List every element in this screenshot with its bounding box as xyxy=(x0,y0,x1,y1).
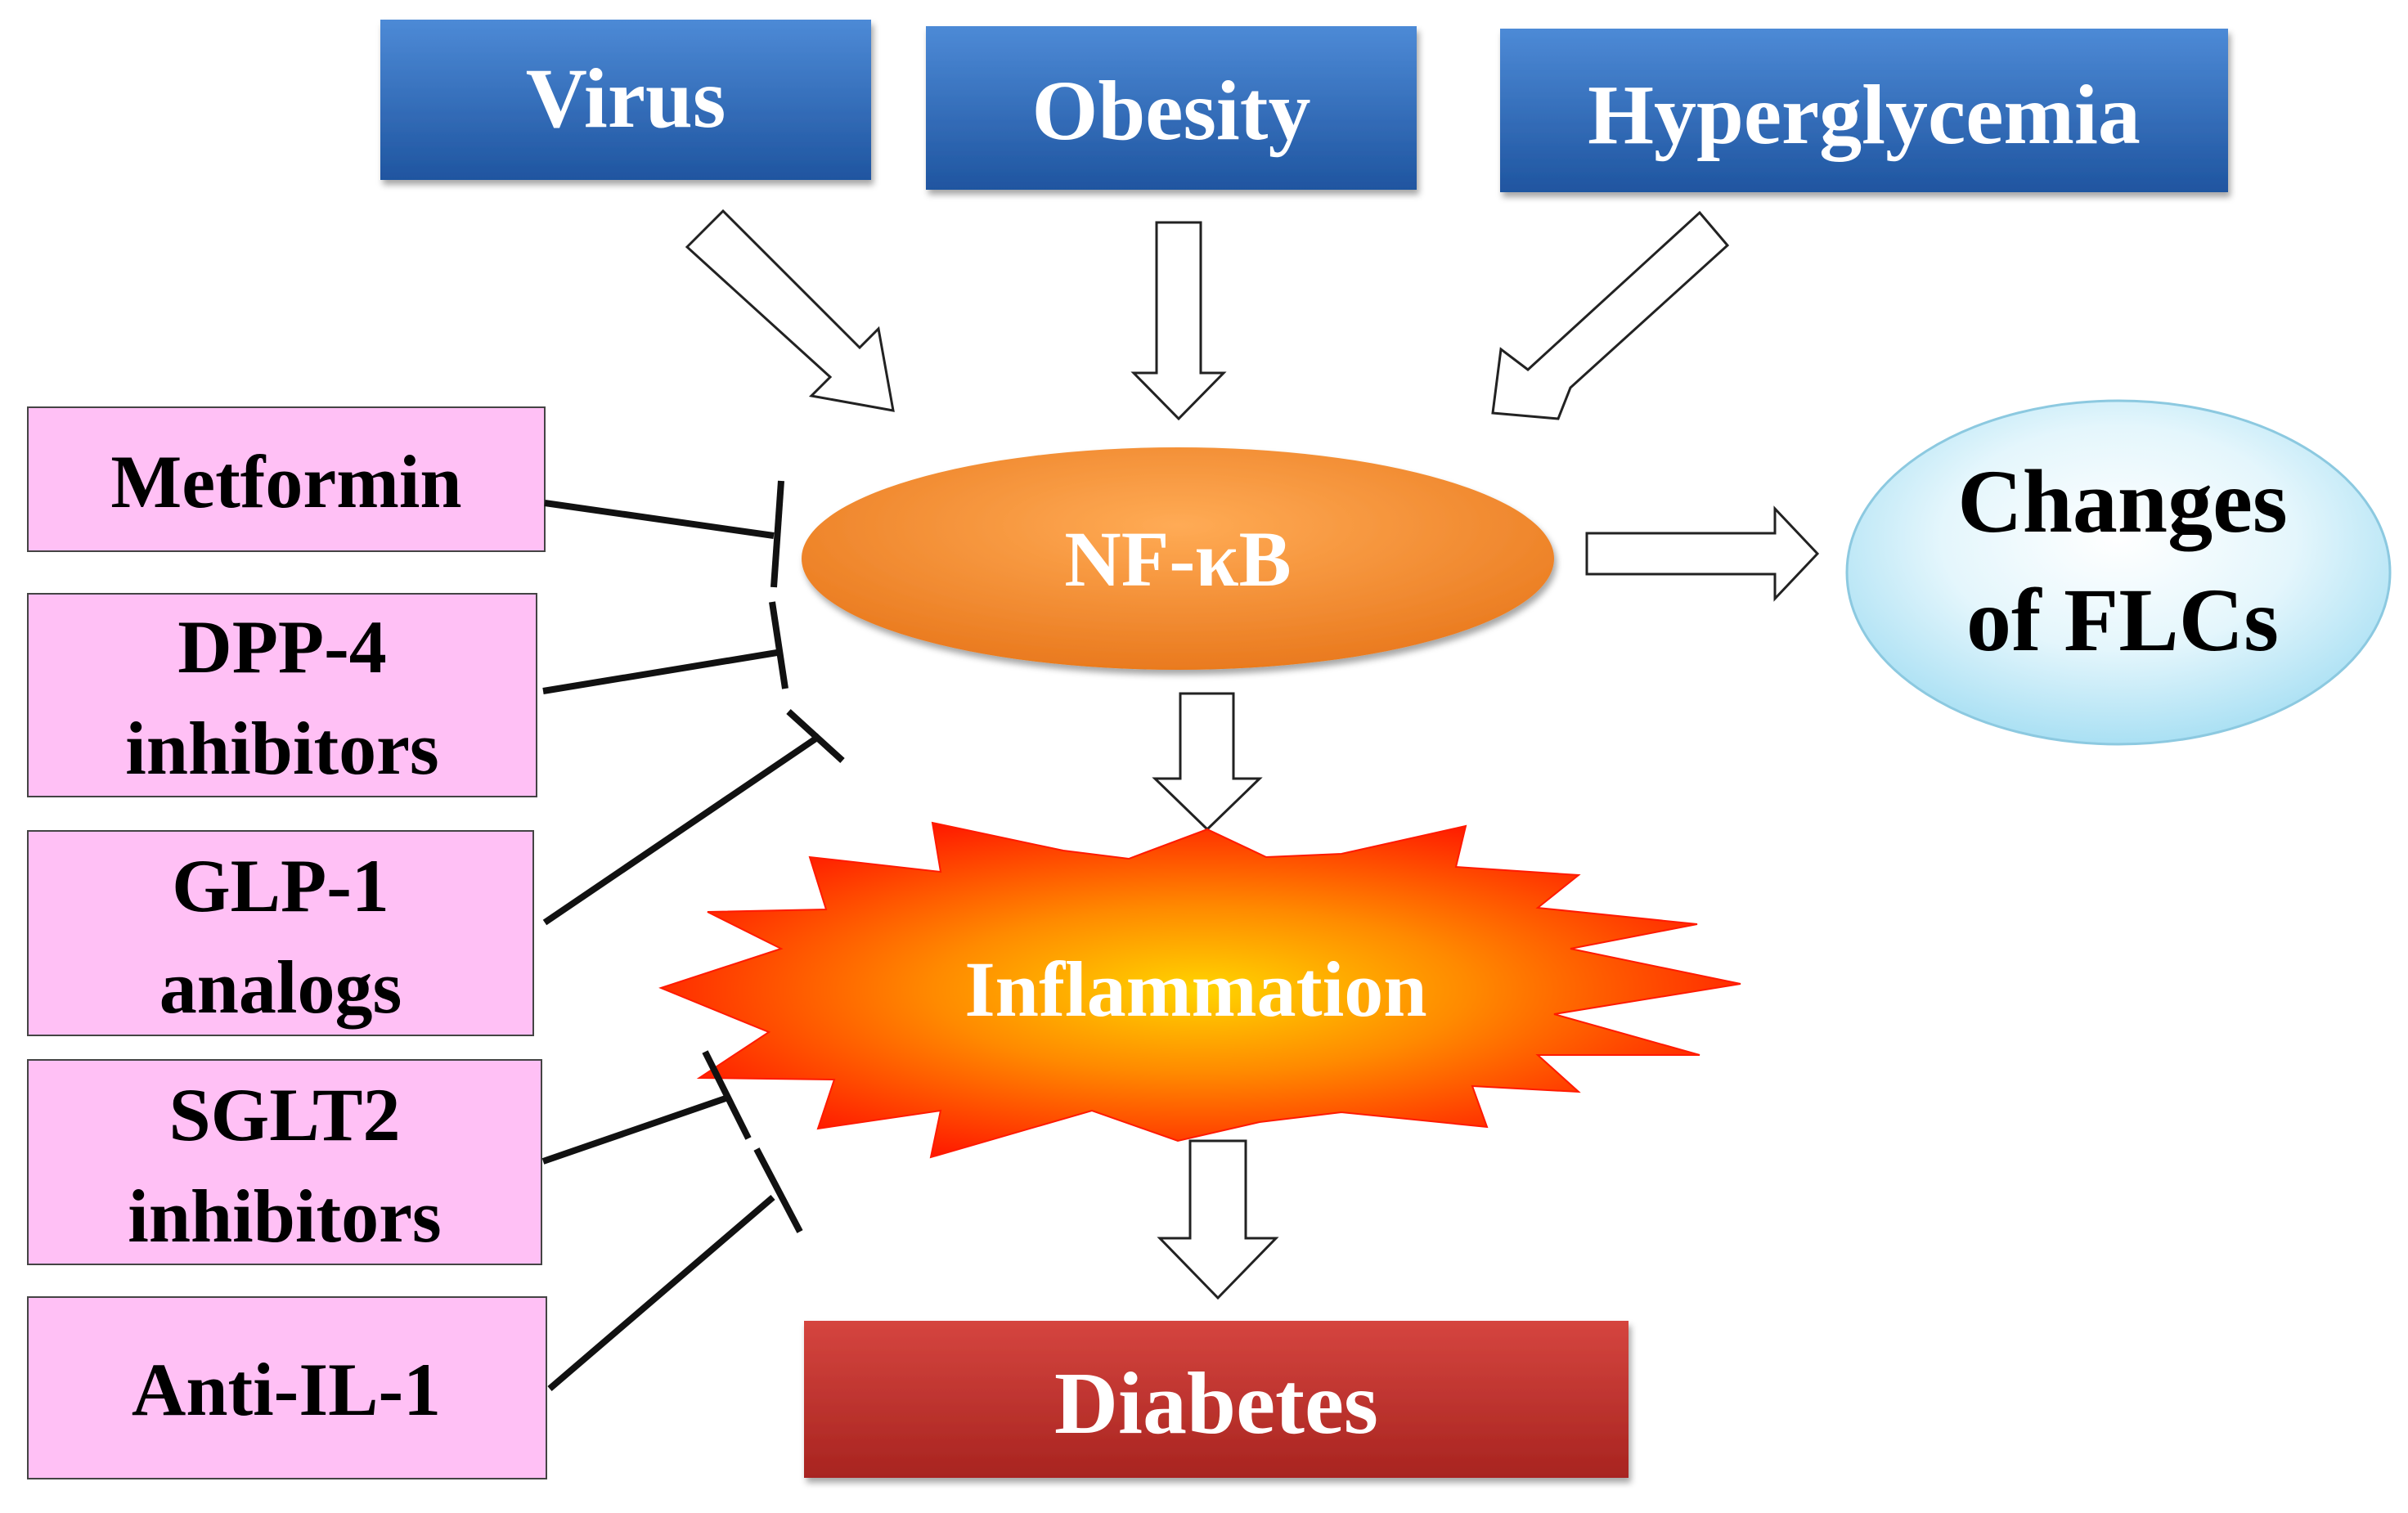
metformin-label: Metformin xyxy=(110,440,461,523)
inhibit-antiil1 xyxy=(547,1147,803,1392)
flc-label-line1: Changes xyxy=(1957,451,2287,551)
dpp4-box: DPP-4 inhibitors xyxy=(27,593,537,797)
arrow-virus-to-nfkb xyxy=(685,209,895,412)
diabetes-label: Diabetes xyxy=(1054,1355,1378,1452)
antiil1-label: Anti-IL-1 xyxy=(132,1348,441,1431)
nfkb-label: NF-κB xyxy=(1064,515,1291,603)
inhibit-metformin xyxy=(544,480,784,588)
arrow-inflammation-to-diabetes xyxy=(1157,1139,1279,1300)
virus-label: Virus xyxy=(526,52,726,146)
hyperglycemia-label: Hyperglycemia xyxy=(1588,68,2141,162)
sglt2-box: SGLT2 inhibitors xyxy=(27,1059,542,1265)
arrow-nfkb-to-flc xyxy=(1585,505,1820,602)
arrow-hyperglycemia-to-nfkb xyxy=(1491,210,1730,420)
obesity-label: Obesity xyxy=(1032,64,1311,158)
sglt2-label-line1: SGLT2 xyxy=(168,1073,400,1156)
glp1-box: GLP-1 analogs xyxy=(27,830,534,1036)
inflammation-node: Inflammation xyxy=(658,821,1741,1159)
inflammation-label: Inflammation xyxy=(964,945,1426,1033)
nfkb-node: NF-κB xyxy=(802,447,1554,670)
antiil1-box: Anti-IL-1 xyxy=(27,1296,547,1479)
glp1-label-line1: GLP-1 xyxy=(172,844,389,927)
glp1-label-line2: analogs xyxy=(159,945,402,1029)
flc-label-line2: of FLCs xyxy=(1966,570,2279,670)
virus-box: Virus xyxy=(380,20,871,180)
hyperglycemia-box: Hyperglycemia xyxy=(1500,29,2228,192)
obesity-box: Obesity xyxy=(926,26,1417,190)
dpp4-label-line1: DPP-4 xyxy=(177,605,386,689)
inflammation-starburst xyxy=(658,821,1741,1159)
sglt2-label-line2: inhibitors xyxy=(128,1174,441,1258)
inhibit-dpp4 xyxy=(542,601,788,694)
diabetes-box: Diabetes xyxy=(804,1321,1629,1478)
inhibit-glp1 xyxy=(542,709,845,926)
arrow-obesity-to-nfkb xyxy=(1130,221,1227,421)
metformin-box: Metformin xyxy=(27,406,546,552)
dpp4-label-line2: inhibitors xyxy=(125,707,438,790)
inhibit-sglt2 xyxy=(541,1050,752,1165)
flc-node: Changes of FLCs xyxy=(1845,399,2392,746)
arrow-nfkb-to-inflammation xyxy=(1152,692,1263,832)
